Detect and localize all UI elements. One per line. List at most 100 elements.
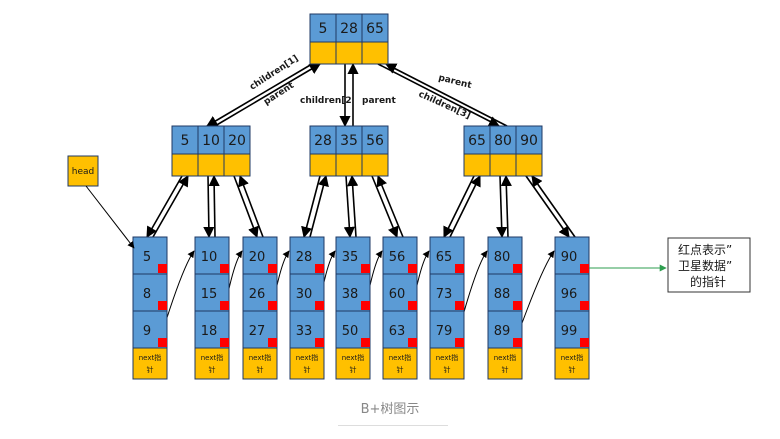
figure-caption: B+树图示 (360, 402, 420, 417)
internal-node-1-key-2: 20 (228, 133, 246, 149)
parent-arrow-2-3 (376, 174, 404, 238)
child-arrow-root-1 (206, 63, 313, 127)
note-line-1: 红点表示” (678, 242, 732, 257)
leaf-node-5-next-pointer (335, 347, 371, 380)
child-arrow-3-3 (525, 175, 570, 238)
internal-node-2-pointer-cell (335, 153, 363, 177)
leaf-node-4-key-1: 30 (296, 287, 313, 302)
leaf-node-3-next-label-1: next指 (249, 353, 272, 362)
internal-node-3-key-0: 65 (468, 133, 486, 149)
internal-node-1-pointer-cell (223, 153, 251, 177)
leaf-node-8-next-label-2: 针 (502, 365, 509, 374)
satellite-note: 红点表示” 卫星数据” 的指针 (667, 237, 751, 293)
leaf-node-5-key-cell (335, 310, 371, 349)
leaf-node-9-key-2: 99 (561, 324, 578, 339)
satellite-data-marker (408, 338, 417, 347)
root-node-pointer-cell (335, 41, 363, 65)
satellite-data-marker (513, 264, 522, 273)
leaf-node-6-key-2: 63 (389, 324, 406, 339)
edges-layer (146, 62, 576, 376)
child-arrow-3-1 (443, 175, 475, 239)
satellite-data-marker (158, 301, 167, 310)
satellite-data-marker (361, 338, 370, 347)
internal-node-3-key-cell (489, 125, 517, 155)
leaf-node-7-next-label-1: next指 (436, 353, 459, 362)
internal-node-3-pointer-cell (463, 153, 491, 177)
satellite-data-marker (513, 338, 522, 347)
internal-node-1-pointer-cell (171, 153, 199, 177)
parent-arrow-1-1 (152, 175, 189, 238)
leaf-node-1-key-0: 5 (143, 250, 151, 265)
edge-label-parent-2: parent (362, 96, 396, 106)
internal-node-1-key-1: 10 (202, 133, 220, 149)
parent-arrow-3-2 (500, 174, 512, 238)
leaf-node-6-next-label-1: next指 (389, 353, 412, 362)
leaf-node-1-key-1: 8 (143, 287, 151, 302)
leaf-node-8-key-2: 89 (494, 324, 511, 339)
internal-node-1-key-cell (171, 125, 199, 155)
leaf-node-8-key-1: 88 (494, 287, 511, 302)
satellite-data-marker (580, 338, 589, 347)
satellite-data-marker (361, 301, 370, 310)
leaf-node-6-key-0: 56 (389, 250, 406, 265)
leaf-node-5-key-1: 38 (342, 287, 359, 302)
leaf-node-3-key-2: 27 (249, 324, 266, 339)
satellite-data-marker (268, 338, 277, 347)
satellite-data-marker (220, 301, 229, 310)
satellite-data-marker (220, 264, 229, 273)
satellite-data-marker (455, 338, 464, 347)
leaf-node-4-key-0: 28 (296, 250, 313, 265)
child-arrow-1-3 (233, 175, 259, 239)
root-node-key-1: 28 (340, 21, 358, 37)
internal-node-2-pointer-cell (361, 153, 389, 177)
leaf-node-9-next-pointer (554, 347, 590, 380)
leaf-node-6-key-1: 60 (389, 287, 406, 302)
leaf-node-4-key-2: 33 (296, 324, 313, 339)
leaf-node-1-key-2: 9 (143, 324, 151, 339)
satellite-data-marker (580, 264, 589, 273)
leaf-node-6-next-pointer (382, 347, 418, 380)
internal-node-2-key-2: 56 (366, 133, 384, 149)
satellite-data-marker (408, 264, 417, 273)
internal-node-1-pointer-cell (197, 153, 225, 177)
satellite-data-marker (315, 264, 324, 273)
satellite-data-marker (220, 338, 229, 347)
satellite-data-marker (455, 264, 464, 273)
leaf-node-5-key-0: 35 (342, 250, 359, 265)
caption-rule (338, 425, 448, 426)
child-arrow-3-2 (496, 175, 508, 239)
parent-arrow-root-3 (385, 63, 508, 127)
leaf-node-2-next-pointer (194, 347, 230, 380)
leaf-node-9-next-label-2: 针 (569, 365, 576, 374)
leaf-node-7-key-1: 73 (436, 287, 453, 302)
parent-arrow-2-2 (347, 174, 359, 238)
leaf-node-2-key-0: 10 (201, 250, 218, 265)
root-node-pointer-cell (309, 41, 337, 65)
parent-arrow-3-3 (531, 175, 576, 238)
leaf-node-9-key-1: 96 (561, 287, 578, 302)
leaf-node-1-next-pointer (132, 347, 168, 380)
child-arrow-2-3 (371, 175, 399, 239)
leaf-node-8-next-label-1: next指 (494, 353, 517, 362)
leaf-node-7-key-2: 79 (436, 324, 453, 339)
child-arrow-1-1 (146, 175, 183, 238)
root-node-key-cell (309, 13, 337, 43)
leaf-node-9-next-label-1: next指 (561, 353, 584, 362)
satellite-data-marker (580, 301, 589, 310)
root-node-key-cell (335, 13, 363, 43)
internal-node-3-pointer-cell (515, 153, 543, 177)
internal-node-1-key-cell (223, 125, 251, 155)
leaf-node-3-next-pointer (242, 347, 278, 380)
internal-node-2-key-1: 35 (340, 133, 358, 149)
satellite-data-marker (158, 264, 167, 273)
child-arrow-2-2 (343, 175, 355, 239)
internal-node-3-key-1: 80 (494, 133, 512, 149)
leaf-node-8-next-pointer (487, 347, 523, 380)
leaf-node-4-next-pointer (289, 347, 325, 380)
